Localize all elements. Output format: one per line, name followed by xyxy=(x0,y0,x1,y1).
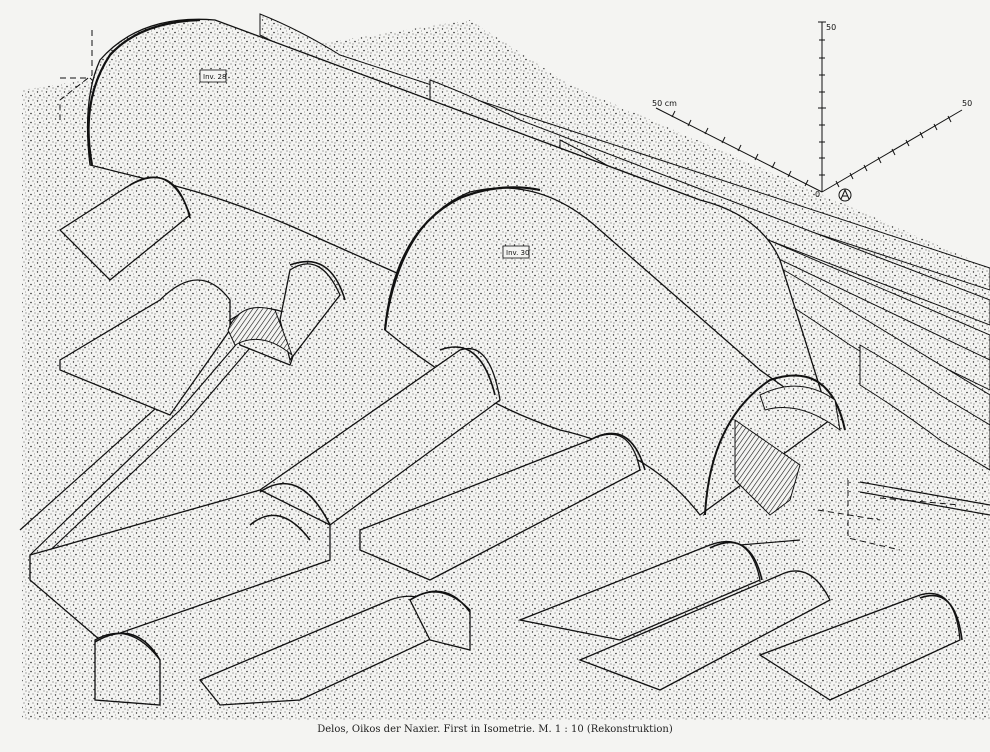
svg-text:Inv. 30: Inv. 30 xyxy=(506,249,529,257)
inv-28-label: Inv. 28 xyxy=(199,69,226,83)
scale-right-label: 50 xyxy=(962,99,972,108)
gutter-channels xyxy=(19,339,990,561)
scale-left-label: 50 cm xyxy=(652,99,677,108)
hatched-tile-end xyxy=(227,307,294,357)
figure-caption: Delos, Oikos der Naxier. First in Isomet… xyxy=(317,724,673,735)
orientation-symbol xyxy=(838,188,852,202)
isometric-scale: 50 50 cm 50 0 xyxy=(652,21,972,202)
arch-opening xyxy=(704,374,846,516)
tile-end-arcs xyxy=(94,176,963,661)
svg-text:Inv. 28: Inv. 28 xyxy=(203,73,226,81)
scale-origin-label: 0 xyxy=(815,190,820,199)
scale-vertical-label: 50 xyxy=(826,23,836,32)
inv-30-label: Inv. 30 xyxy=(502,245,529,259)
